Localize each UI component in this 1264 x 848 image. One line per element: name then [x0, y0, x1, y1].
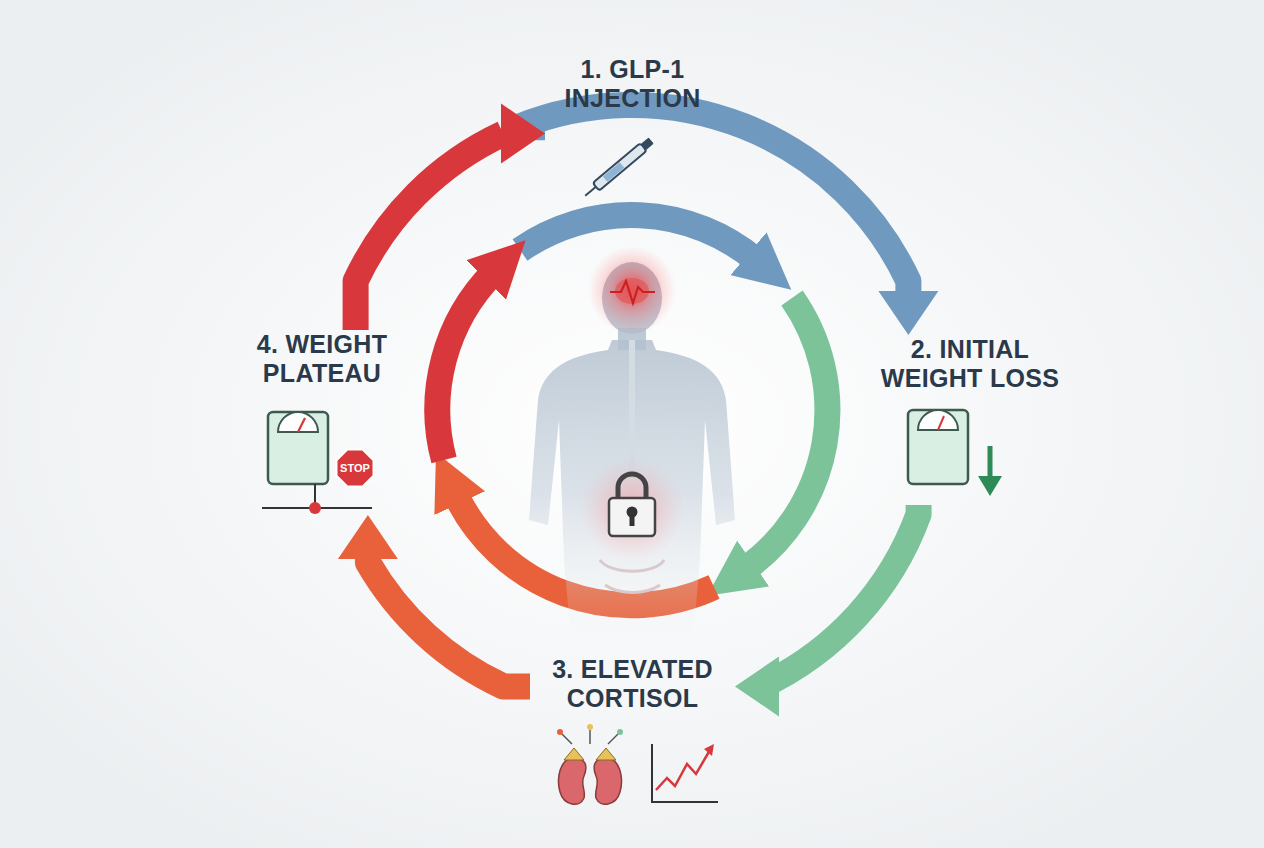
- stomach-glow: [580, 458, 684, 562]
- pen-window: [603, 162, 624, 182]
- pen-plunger: [641, 138, 654, 151]
- signal-dot: [557, 729, 563, 735]
- lock-body: [609, 498, 655, 536]
- esophagus: [629, 340, 635, 478]
- cycle-arrow: [356, 104, 545, 330]
- scale-needle: [298, 418, 305, 432]
- arrow-head: [735, 656, 779, 716]
- pen-icon: [582, 137, 654, 200]
- arrow-shaft: [356, 134, 504, 330]
- kidney: [559, 758, 586, 804]
- brain-glow: [588, 246, 676, 334]
- adrenal-icon: [557, 724, 623, 804]
- arrow-shaft: [761, 505, 919, 686]
- signal-dot: [587, 724, 593, 730]
- inner-arrow: [437, 272, 494, 460]
- pen-barrel: [593, 143, 647, 191]
- chart-arrowhead: [704, 744, 714, 756]
- stage-label: 3. ELEVATED CORTISOL: [530, 655, 735, 713]
- scale-body: [908, 410, 968, 484]
- signal-dot: [617, 729, 623, 735]
- signal-arrow: [562, 734, 572, 744]
- arrow-head: [501, 104, 545, 164]
- scale-icon: [908, 410, 1002, 496]
- down-arrow-shaft: [988, 446, 993, 478]
- arrow-head: [338, 515, 398, 559]
- stage-node: 4. WEIGHT PLATEAU: [242, 330, 402, 515]
- chart-line: [656, 750, 710, 790]
- cycle-arrow: [338, 515, 530, 686]
- stage-label: 1. GLP-1 INJECTION: [545, 55, 720, 113]
- pen-needle: [585, 187, 596, 196]
- signal-arrow: [589, 730, 591, 744]
- stage-node: 3. ELEVATED CORTISOL: [530, 655, 735, 810]
- chart-axes: [652, 744, 718, 802]
- adrenal-gland: [564, 748, 584, 760]
- figure-hips: [564, 560, 700, 650]
- human-figure: [529, 246, 735, 650]
- rising-chart-icon: [652, 744, 718, 802]
- cycle-arrow: [518, 105, 939, 335]
- intestine-lines: [600, 560, 664, 593]
- stop-label: STOP: [333, 461, 377, 475]
- kidney: [594, 758, 621, 804]
- stage-node: 1. GLP-1 INJECTION: [545, 55, 720, 190]
- scale-dial: [278, 412, 318, 432]
- adrenal-gland: [596, 748, 616, 760]
- scale-body: [268, 412, 328, 484]
- figure-torso: [529, 340, 735, 560]
- scale-needle: [938, 416, 944, 430]
- scale-dial: [918, 410, 958, 430]
- heartbeat-line: [610, 281, 655, 303]
- plateau-dot: [309, 502, 321, 514]
- inner-arrow: [744, 298, 827, 570]
- down-arrow-head: [978, 476, 1002, 496]
- stage-label: 2. INITIAL WEIGHT LOSS: [875, 335, 1065, 393]
- cycle-arrow: [735, 505, 919, 716]
- signal-arrow: [608, 734, 618, 744]
- arrow-shaft: [368, 559, 530, 686]
- lock-shackle: [618, 474, 646, 500]
- stage-node: 2. INITIAL WEIGHT LOSS: [875, 335, 1065, 505]
- stage-label: 4. WEIGHT PLATEAU: [242, 330, 402, 388]
- arrow-shaft: [518, 105, 909, 291]
- arrow-head: [878, 291, 938, 335]
- keyhole-slot: [630, 514, 635, 526]
- inner-ring: [437, 215, 827, 605]
